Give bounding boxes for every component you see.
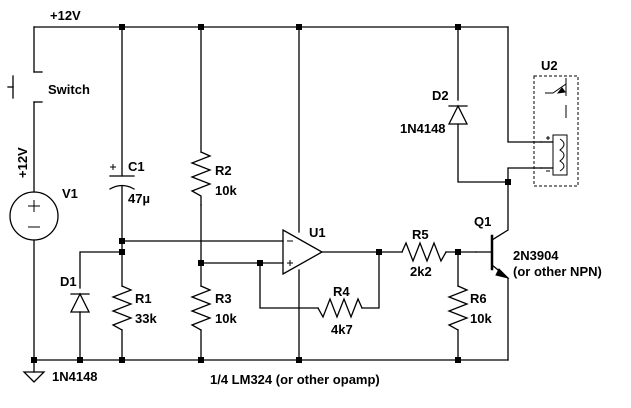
v1-label: V1 (62, 186, 78, 201)
r4-resistor-symbol (317, 297, 363, 319)
q1-label: Q1 (474, 214, 491, 229)
r3-label: R3 (215, 291, 232, 306)
r4-label: R4 (333, 284, 350, 299)
opamp-note-label: 1/4 LM324 (or other opamp) (210, 372, 380, 387)
v1-value-label: +12V (15, 147, 30, 178)
u2-label: U2 (541, 58, 558, 73)
v1-source-symbol (9, 191, 59, 241)
c1-capacitor-symbol (109, 164, 135, 190)
q1-transistor-symbol (475, 234, 510, 279)
d2-diode-symbol (447, 104, 469, 125)
r5-value-label: 2k2 (410, 264, 432, 279)
r3-value-label: 10k (215, 311, 237, 326)
r6-resistor-symbol (447, 285, 469, 331)
r2-label: R2 (215, 163, 232, 178)
u2-relay-symbol (533, 75, 579, 187)
switch-symbol (7, 71, 43, 103)
labels: +12V Switch +12V V1 C1 47µ R2 10k D2 1N4… (15, 8, 602, 387)
r6-label: R6 (470, 291, 487, 306)
r1-label: R1 (135, 291, 152, 306)
r2-resistor-symbol (190, 151, 212, 206)
c1-value-label: 47µ (128, 191, 150, 206)
r4-value-label: 4k7 (331, 322, 353, 337)
r6-value-label: 10k (470, 311, 492, 326)
r5-label: R5 (412, 227, 429, 242)
r1-resistor-symbol (111, 285, 133, 331)
c1-label: C1 (128, 159, 145, 174)
wires (33, 26, 542, 361)
r3-resistor-symbol (190, 285, 212, 331)
r2-value-label: 10k (215, 183, 237, 198)
d1-diode-symbol (69, 292, 91, 313)
junctions (31, 24, 511, 363)
u1-opamp-symbol (282, 228, 324, 276)
q1-note-label: (or other NPN) (513, 264, 602, 279)
d2-label: D2 (432, 88, 449, 103)
d1-part-label: 1N4148 (52, 369, 98, 384)
d1-label: D1 (60, 274, 77, 289)
supply-label: +12V (50, 8, 81, 23)
ground-icon (22, 362, 46, 383)
switch-label: Switch (48, 82, 90, 97)
u1-label: U1 (309, 225, 326, 240)
q1-part-label: 2N3904 (513, 248, 559, 263)
d2-part-label: 1N4148 (400, 121, 446, 136)
r5-resistor-symbol (401, 241, 447, 263)
r1-value-label: 33k (135, 311, 157, 326)
